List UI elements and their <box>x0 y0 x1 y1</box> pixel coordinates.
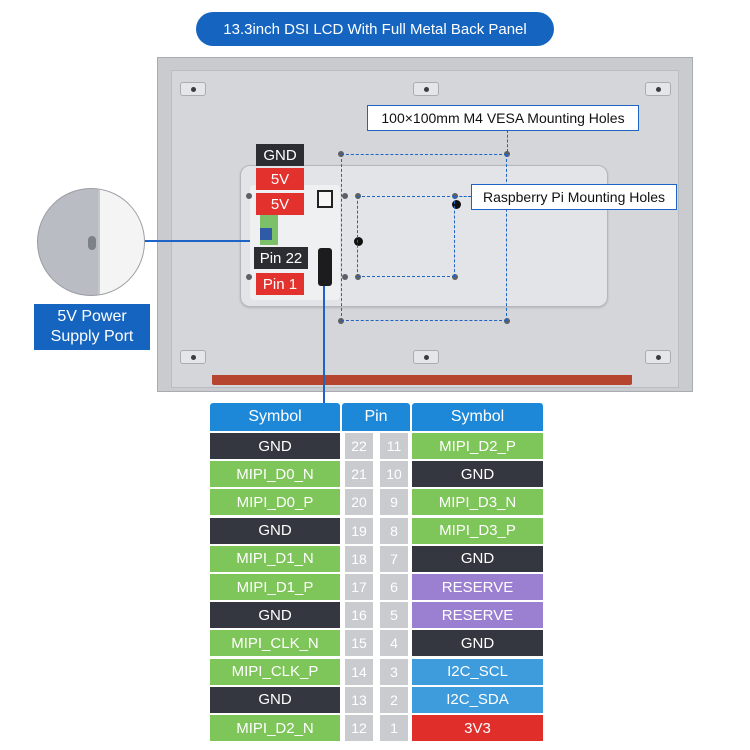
pin-number-cell: 15 <box>345 630 373 657</box>
panel-edge <box>98 189 144 295</box>
pin-number-cell: 5 <box>380 602 408 629</box>
power-port-callout: 5V Power Supply Port <box>34 304 150 350</box>
power-port-leader <box>145 240 250 242</box>
symbol-cell: MIPI_CLK_P <box>210 658 340 685</box>
symbol-cell: MIPI_D1_P <box>210 574 340 600</box>
pin22-tag: Pin 22 <box>254 247 308 269</box>
mounting-bracket <box>413 350 439 364</box>
symbol-header-right: Symbol <box>412 403 543 431</box>
symbol-cell: GND <box>210 602 340 629</box>
pin-number-cell: 9 <box>380 489 408 516</box>
pin-number-cell: 21 <box>345 461 373 488</box>
pin-number-cell: 19 <box>345 517 373 544</box>
vesa-hole-icon <box>504 318 510 324</box>
symbol-cell: I2C_SCL <box>412 658 543 685</box>
pin-number-cell: 14 <box>345 658 373 685</box>
board-chip <box>260 228 272 240</box>
pin-number-cell: 22 <box>345 433 373 459</box>
power-port-label-line2: Supply Port <box>50 328 134 345</box>
pin-number-cell: 17 <box>345 574 373 600</box>
mounting-bracket <box>413 82 439 96</box>
pin-number-cell: 13 <box>345 686 373 713</box>
screw-icon <box>342 274 348 280</box>
mounting-bracket <box>180 350 206 364</box>
power-port-label-line1: 5V Power <box>57 308 127 325</box>
gnd-tag: GND <box>256 144 304 166</box>
symbol-cell: MIPI_D0_P <box>210 489 340 516</box>
vesa-hole-icon <box>338 318 344 324</box>
dsi-connector-icon <box>318 248 332 286</box>
symbol-cell: RESERVE <box>412 602 543 629</box>
symbol-cell: RESERVE <box>412 574 543 600</box>
screw-icon <box>246 193 252 199</box>
symbol-cell: MIPI_D1_N <box>210 545 340 572</box>
symbol-cell: MIPI_D0_N <box>210 461 340 488</box>
pin-number-cell: 3 <box>380 658 408 685</box>
power-port-zoom <box>37 188 145 296</box>
pin1-tag: Pin 1 <box>256 273 304 295</box>
pi-hole-guide <box>357 196 455 277</box>
5v-tag: 5V <box>256 193 304 215</box>
vesa-hole-icon <box>504 151 510 157</box>
vesa-callout-leader <box>507 130 508 152</box>
screw-icon <box>355 274 361 280</box>
symbol-cell: MIPI_D3_N <box>412 489 543 516</box>
page-title: 13.3inch DSI LCD With Full Metal Back Pa… <box>196 12 554 46</box>
fpc-connector-icon <box>317 190 333 208</box>
mounting-bracket <box>645 350 671 364</box>
pin-number-cell: 12 <box>345 715 373 741</box>
screw-icon <box>342 193 348 199</box>
usb-c-port-icon <box>88 236 96 250</box>
pin-number-cell: 20 <box>345 489 373 516</box>
symbol-cell: MIPI_D3_P <box>412 517 543 544</box>
screw-icon <box>246 274 252 280</box>
symbol-cell: MIPI_D2_N <box>210 715 340 741</box>
screw-icon <box>452 274 458 280</box>
pin-number-cell: 1 <box>380 715 408 741</box>
symbol-cell: 3V3 <box>412 715 543 741</box>
pin-number-cell: 4 <box>380 630 408 657</box>
symbol-cell: GND <box>210 686 340 713</box>
symbol-cell: GND <box>210 517 340 544</box>
pin-number-cell: 16 <box>345 602 373 629</box>
symbol-cell: MIPI_CLK_N <box>210 630 340 657</box>
pin-header: Pin <box>342 403 410 431</box>
pin-number-cell: 10 <box>380 461 408 488</box>
vesa-callout: 100×100mm M4 VESA Mounting Holes <box>367 105 639 131</box>
display-edge-strip <box>212 375 632 385</box>
symbol-header-left: Symbol <box>210 403 340 431</box>
pin-number-cell: 8 <box>380 517 408 544</box>
pin-number-cell: 11 <box>380 433 408 459</box>
pin-number-cell: 18 <box>345 545 373 572</box>
symbol-cell: GND <box>210 433 340 459</box>
symbol-cell: GND <box>412 630 543 657</box>
vesa-hole-guide <box>341 154 507 321</box>
symbol-cell: GND <box>412 461 543 488</box>
pin-number-cell: 7 <box>380 545 408 572</box>
raspberry-pi-callout: Raspberry Pi Mounting Holes <box>471 184 677 210</box>
pin-number-cell: 2 <box>380 686 408 713</box>
pi-callout-leader <box>455 196 471 197</box>
pin-number-cell: 6 <box>380 574 408 600</box>
5v-tag: 5V <box>256 168 304 190</box>
symbol-cell: I2C_SDA <box>412 686 543 713</box>
hole-icon <box>354 237 363 246</box>
mounting-bracket <box>645 82 671 96</box>
symbol-cell: GND <box>412 545 543 572</box>
mounting-bracket <box>180 82 206 96</box>
symbol-cell: MIPI_D2_P <box>412 433 543 459</box>
hole-icon <box>452 200 461 209</box>
connector-leader <box>323 286 325 403</box>
